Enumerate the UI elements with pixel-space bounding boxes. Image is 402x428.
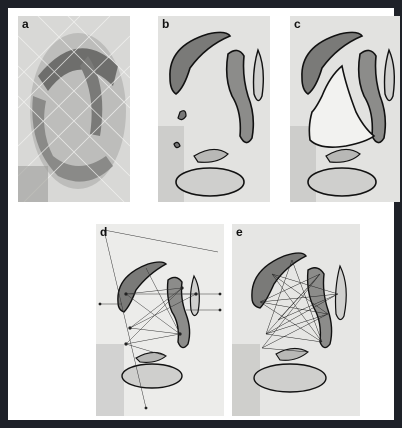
figure: a b c: [8, 8, 394, 420]
panel-b-label: b: [162, 17, 169, 31]
panel-e-image: [232, 224, 360, 416]
panel-a-image: [18, 16, 130, 202]
panel-e-label: e: [236, 225, 243, 239]
panel-b-image: [158, 16, 270, 202]
panel-a: a: [18, 16, 130, 202]
panel-d-label: d: [100, 225, 107, 239]
panel-d-image: [96, 224, 224, 416]
panel-b: b: [158, 16, 270, 202]
panel-c: c: [290, 16, 400, 202]
panel-a-label: a: [22, 17, 29, 31]
panel-e: e: [232, 224, 360, 416]
panel-d: d: [96, 224, 224, 416]
panel-c-label: c: [294, 17, 301, 31]
panel-c-image: [290, 16, 400, 202]
